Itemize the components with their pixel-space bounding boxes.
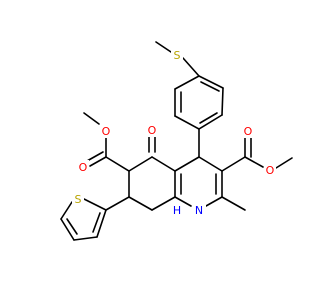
bond-ester1-co-b [86,151,104,162]
bond-c7-c8 [128,196,153,211]
bond-aryl-3-inner [199,112,218,124]
bond-c2-methyl [221,196,246,211]
bond-th-3-inner [66,218,78,235]
bond-c6-ester [105,156,130,172]
bond-c7-thiophene [105,196,130,211]
bond-th-1 [83,198,107,211]
atom-nitrogen: N [195,204,203,217]
atom-oxygen-ester2-ether: O [266,164,275,177]
bond-s-ring [182,57,200,77]
atom-nitrogen-hydrogen: H [173,204,181,217]
bond-ester1-o-me [83,112,100,125]
bond-c5-c6 [128,156,153,172]
atom-oxygen-ester1-ether: O [102,125,111,138]
bond-th-5 [96,209,107,238]
bond-th-3 [60,218,75,241]
atom-oxygen-ester2-carbonyl: O [244,125,253,138]
atom-sulfur-thiophene: S [75,193,82,206]
atom-oxygen-ester1-carbonyl: O [79,161,88,174]
bond-c3-ester [221,156,246,172]
bond-c4a-c4 [174,156,200,172]
bond-aryl-4 [174,115,200,130]
atom-oxygen-ketone: O [148,124,157,137]
bond-aryl-6 [174,75,200,90]
atom-sulfur-thioether: S [174,49,181,62]
bond-ester1-co-a [89,156,107,167]
bond-c8-c8a [151,196,176,211]
bond-aryl-1 [198,75,224,89]
atom-labels: S O O O O O N H S [72,48,276,217]
bond-aryl-3 [198,114,223,130]
bond-th-4 [73,236,98,241]
bond-th-5-inner [92,212,101,233]
molecule-diagram: S O O O O O N H S [60,41,293,241]
bond-th-2 [60,201,73,220]
bond-c4a-c5 [151,156,176,172]
bond-ester2-c-o [244,156,264,168]
bond-aryl-1-inner [200,81,220,92]
bond-ester2-o-me [275,157,293,169]
bond-c2-n [205,196,223,207]
bond-aryl-2 [221,87,224,116]
bonds [60,41,293,241]
bond-c4-c3 [198,156,223,172]
bond-n-c8a [174,196,192,207]
